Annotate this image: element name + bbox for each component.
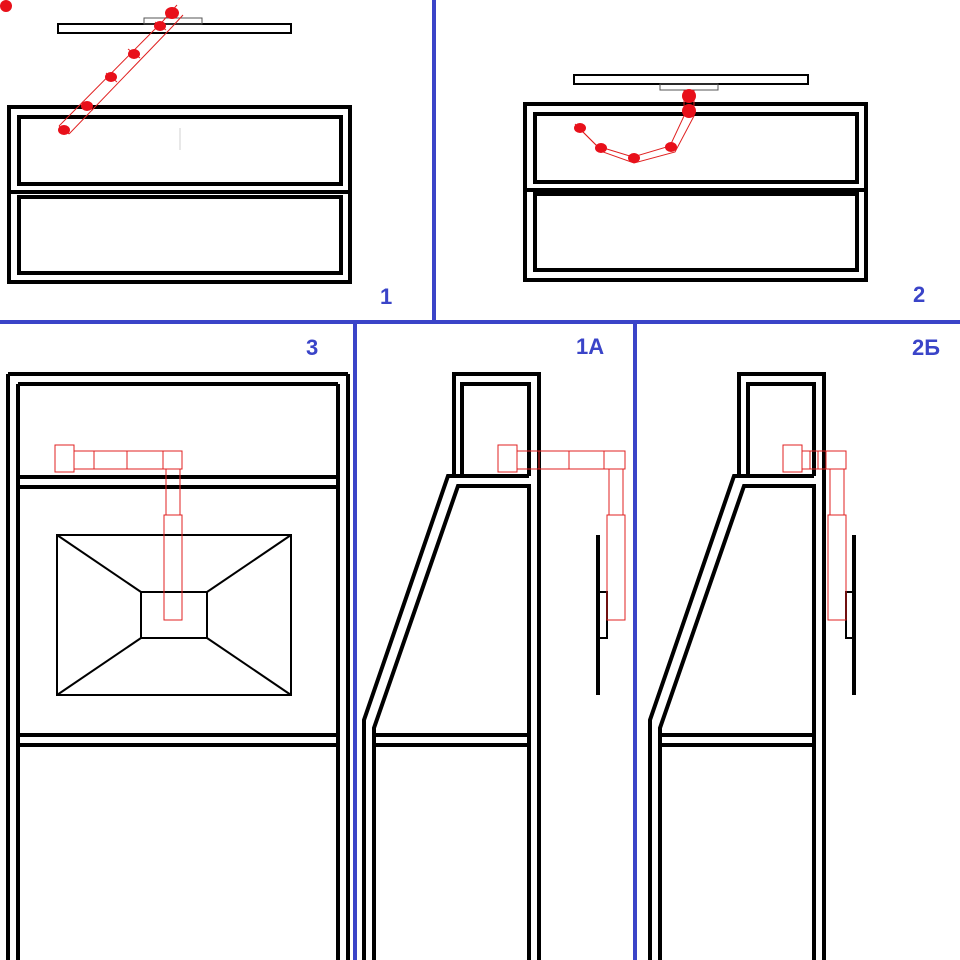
panel-1-label: 1: [380, 284, 393, 309]
panel-1-drawing: [0, 0, 352, 284]
panel-1a-label: 1А: [576, 334, 605, 359]
panel-2-drawer-bottom: [533, 192, 859, 272]
panel-2b-drawing: [648, 372, 856, 960]
panel-1a-drain-pipe: [497, 444, 626, 621]
panel-3-sink-basin: [56, 534, 292, 696]
panel-1-drawer-bottom: [17, 195, 343, 275]
panel-2b-top-box-inner: [746, 382, 816, 476]
panel-2b-cabinet-inner: [658, 484, 816, 960]
panel-1-cabinet-outer: [7, 105, 352, 284]
panel-2-pipe-joints: [574, 89, 696, 163]
panel-3-label: 3: [306, 335, 319, 360]
panel-1a-top-box-inner: [460, 382, 531, 476]
panel-1a-cabinet-inner: [372, 484, 531, 960]
panel-2b-label: 2Б: [912, 335, 941, 360]
panel-1-drawer-top: [17, 115, 343, 186]
panel-2-drawing: [523, 74, 868, 282]
panel-3-drain-pipe: [54, 444, 183, 621]
panel-2-drawer-top: [533, 112, 859, 184]
panel-2b-drain-pipe: [782, 444, 847, 621]
panel-3-drawing: [6, 372, 350, 960]
panel-1-pipe-joints: [0, 0, 179, 135]
panel-2-label: 2: [913, 282, 926, 307]
